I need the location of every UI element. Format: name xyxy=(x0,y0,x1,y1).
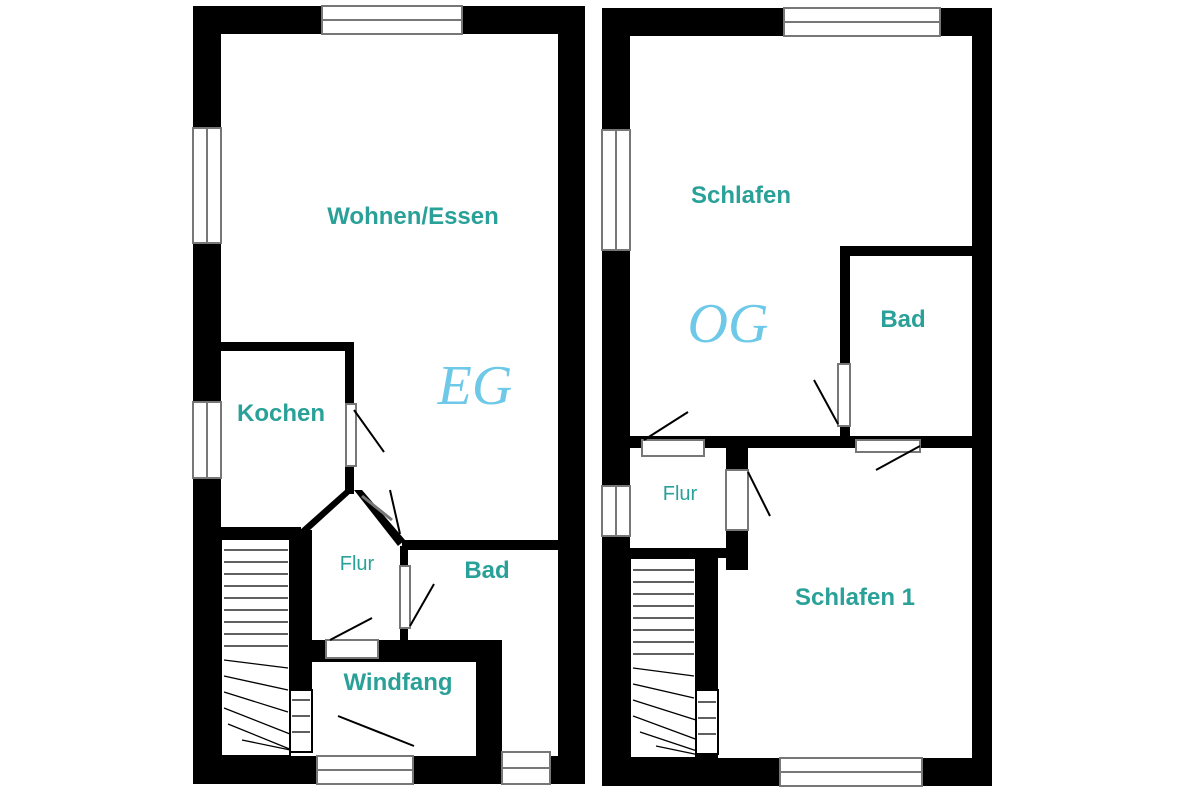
og-room-schlafen1-label: Schlafen 1 xyxy=(795,584,915,611)
upper-floor-plan: Schlafen Bad Flur Schlafen 1 OG xyxy=(601,7,992,787)
eg-room-bad-label: Bad xyxy=(464,557,509,584)
eg-flur-diagonal-wall xyxy=(300,490,354,530)
og-window-top xyxy=(783,7,941,37)
eg-staircase xyxy=(220,538,313,757)
og-bad-left-wall xyxy=(840,246,850,446)
og-bad-top-wall xyxy=(840,246,974,256)
eg-room-kochen-label: Kochen xyxy=(237,400,325,427)
eg-window-top xyxy=(321,5,463,35)
eg-window-left-upper xyxy=(192,127,222,244)
eg-windfang-top-wall xyxy=(290,640,502,662)
eg-room-wohnen-label: Wohnen/Essen xyxy=(327,203,499,230)
og-outer-wall-right xyxy=(972,8,992,786)
eg-outer-wall-right xyxy=(558,6,585,784)
og-window-left-upper xyxy=(601,129,631,251)
eg-stair-right-wall xyxy=(290,530,312,690)
eg-door-flur-top xyxy=(361,489,401,535)
eg-window-left-lower xyxy=(192,401,222,479)
og-room-flur-label: Flur xyxy=(663,483,698,505)
eg-windfang-right-wall xyxy=(476,640,502,770)
og-window-bottom xyxy=(779,757,923,787)
og-door-bad xyxy=(813,363,851,427)
eg-window-bottom xyxy=(316,755,414,785)
og-room-schlafen-label: Schlafen xyxy=(691,182,791,209)
og-door-schlafen xyxy=(641,411,705,457)
og-door-schlafen1 xyxy=(855,439,921,471)
eg-kochen-bottom-wall xyxy=(221,527,301,539)
eg-door-windfang xyxy=(325,617,379,659)
og-room-bad-label: Bad xyxy=(880,306,925,333)
og-window-left-lower xyxy=(601,485,631,537)
eg-kochen-top-wall xyxy=(221,342,354,351)
eg-floor-label: EG xyxy=(437,355,513,417)
eg-door-bad xyxy=(399,565,435,629)
og-outer-wall-left xyxy=(602,8,630,786)
eg-bad-top-wall xyxy=(402,540,562,550)
eg-outer-wall-left xyxy=(193,6,221,784)
eg-door-kochen xyxy=(345,403,385,467)
og-staircase xyxy=(629,557,719,759)
eg-room-windfang-label: Windfang xyxy=(343,669,452,696)
og-door-flur-right xyxy=(725,469,771,531)
og-floor-label: OG xyxy=(688,293,769,355)
eg-room-flur-label: Flur xyxy=(340,553,375,575)
eg-window-bottom-right xyxy=(501,751,551,785)
ground-floor-plan: Wohnen/Essen Kochen Flur Bad Windfang EG xyxy=(192,5,585,785)
eg-flur-diagonal-wall-2 xyxy=(354,490,405,546)
og-flur-bottom-wall xyxy=(630,548,748,558)
eg-door-entrance xyxy=(337,715,415,747)
